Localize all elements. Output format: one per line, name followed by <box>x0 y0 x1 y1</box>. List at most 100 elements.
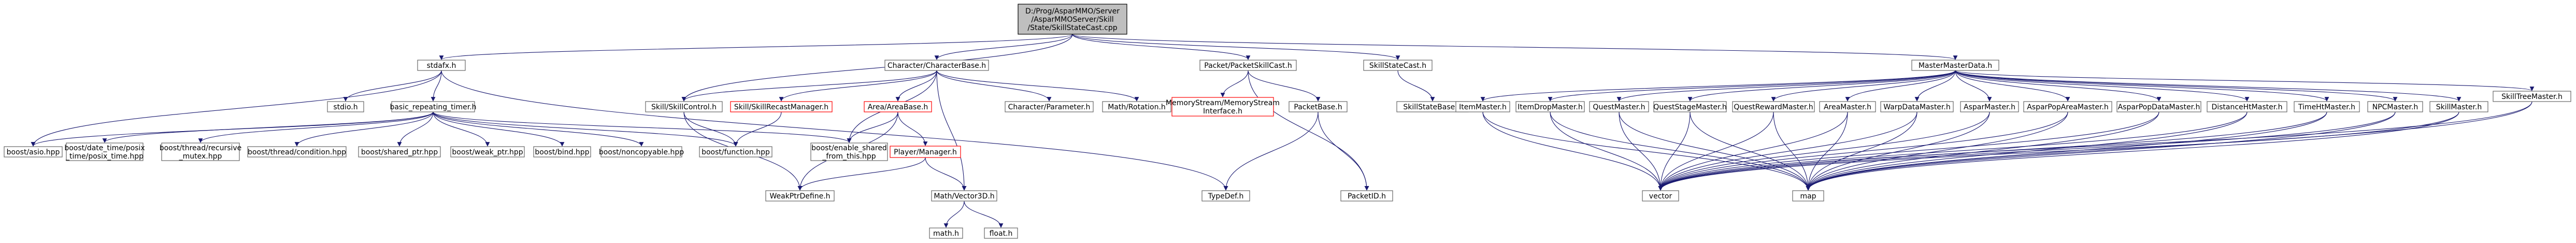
edge-root-to-masterdata <box>1072 34 1957 60</box>
node-questreward[interactable]: QuestRewardMaster.h <box>1732 101 1815 112</box>
node-itemmaster[interactable]: ItemMaster.h <box>1455 101 1510 112</box>
node-boost_shared[interactable]: boost/shared_ptr.hpp <box>358 146 441 158</box>
node-map[interactable]: map <box>1792 190 1824 202</box>
node-layer: D:/Prog/AsparMMO/Server/AsparMMOServer/S… <box>4 4 2571 239</box>
edge-brt-to-boost_esft <box>433 111 852 143</box>
node-label: boost/thread/condition.hpp <box>248 148 346 156</box>
node-label: boost/thread/recursive <box>160 144 242 152</box>
node-skilltree[interactable]: SkillTreeMaster.h <box>2493 91 2571 102</box>
edge-brt-to-boost_mutex <box>198 111 434 143</box>
node-packetskill[interactable]: Packet/PacketSkillCast.h <box>1199 60 1297 71</box>
node-label: basic_repeating_timer.h <box>390 103 476 111</box>
node-boost_asio[interactable]: boost/asio.hpp <box>4 146 63 158</box>
node-label: boost/function.hpp <box>702 148 770 156</box>
node-floath[interactable]: float.h <box>984 227 1018 239</box>
node-mathh[interactable]: math.h <box>929 227 963 239</box>
edge-masterdata-to-areamaster <box>1845 70 1956 102</box>
node-label: AsparPopAreaMaster.h <box>2027 103 2109 111</box>
node-label: _mutex.hpp <box>179 152 222 161</box>
edge-masterdata-to-questmaster <box>1616 70 1956 102</box>
node-questmaster[interactable]: QuestMaster.h <box>1589 101 1649 112</box>
node-label: NPCMaster.h <box>2372 103 2418 111</box>
node-label: QuestMaster.h <box>1593 103 1645 111</box>
node-skillmaster[interactable]: SkillMaster.h <box>2429 101 2488 112</box>
edge-asparpopdata-to-vector <box>1658 111 2159 191</box>
edge-itemdrop-to-vector <box>1550 111 1663 191</box>
node-root[interactable]: D:/Prog/AsparMMO/Server/AsparMMOServer/S… <box>1018 4 1127 35</box>
node-skillstatecast[interactable]: SkillStateCast.h <box>1363 60 1433 71</box>
edge-distanceht-to-vector <box>1658 111 2248 191</box>
node-distanceht[interactable]: DistanceHtMaster.h <box>2207 101 2287 112</box>
edge-playermgr-to-weakptr <box>797 157 926 191</box>
edge-areamaster-to-vector <box>1658 111 1848 191</box>
node-asparpopare[interactable]: AsparPopAreaMaster.h <box>2023 101 2112 112</box>
node-label: boost/bind.hpp <box>535 148 589 156</box>
node-warpdata[interactable]: WarpDataMaster.h <box>1880 101 1954 112</box>
node-stdafx[interactable]: stdafx.h <box>417 60 466 71</box>
node-charbase[interactable]: Character/CharacterBase.h <box>884 60 989 71</box>
node-boost_noncopy[interactable]: boost/noncopyable.hpp <box>599 146 684 158</box>
node-skillcontrol[interactable]: Skill/SkillControl.h <box>645 101 723 112</box>
edge-brt-to-boost_bind <box>433 111 565 147</box>
edge-asparpopare-to-map <box>1806 111 2068 191</box>
node-label: WeakPtrDefine.h <box>769 192 830 201</box>
node-areabase[interactable]: Area/AreaBase.h <box>864 101 932 112</box>
node-boost_bind[interactable]: boost/bind.hpp <box>533 146 591 158</box>
node-charparam[interactable]: Character/Parameter.h <box>1005 101 1094 112</box>
node-areamaster[interactable]: AreaMaster.h <box>1819 101 1876 112</box>
node-timeht[interactable]: TimeHtMaster.h <box>2294 101 2360 112</box>
edge-skillmaster-to-map <box>1806 111 2459 191</box>
node-vector[interactable]: vector <box>1642 190 1679 202</box>
node-boost_esft[interactable]: boost/enable_shared_from_this.hpp <box>810 142 888 161</box>
node-boost_func[interactable]: boost/function.hpp <box>699 146 772 158</box>
edge-masterdata-to-npcmaster <box>1955 70 2398 102</box>
node-boost_posix[interactable]: boost/date_time/posix_time/posix_time.hp… <box>64 142 145 161</box>
edge-timeht-to-map <box>1806 111 2327 191</box>
node-boost_cond[interactable]: boost/thread/condition.hpp <box>247 146 347 158</box>
edge-brt-to-boost_weak <box>433 111 490 147</box>
edge-npcmaster-to-vector <box>1658 111 2396 191</box>
node-boost_mutex[interactable]: boost/thread/recursive_mutex.hpp <box>160 142 242 161</box>
node-label: Area/AreaBase.h <box>868 103 928 111</box>
node-itemdrop[interactable]: ItemDropMaster.h <box>1515 101 1585 112</box>
node-label: D:/Prog/AsparMMO/Server <box>1025 7 1120 16</box>
edge-charbase-to-mathvec <box>936 70 967 191</box>
edge-asparmaster-to-map <box>1806 111 1990 191</box>
node-weakptr[interactable]: WeakPtrDefine.h <box>765 190 835 202</box>
edge-masterdata-to-questreward <box>1771 70 1956 102</box>
node-asparmaster[interactable]: AsparMaster.h <box>1960 101 2019 112</box>
edge-playermgr-to-mathvec <box>925 157 967 191</box>
node-mathrot[interactable]: Math/Rotation.h <box>1102 101 1171 112</box>
node-label: AsparPopDataMaster.h <box>2118 103 2200 111</box>
edge-itemdrop-to-map <box>1550 111 1811 191</box>
edge-queststage-to-map <box>1690 111 1811 191</box>
node-asparpopdata[interactable]: AsparPopDataMaster.h <box>2116 101 2201 112</box>
edge-asparmaster-to-vector <box>1658 111 1990 191</box>
node-stdio[interactable]: stdio.h <box>327 101 364 112</box>
node-label: vector <box>1649 192 1672 201</box>
edge-charbase-to-skillcontrol <box>681 70 937 102</box>
node-mathvec[interactable]: Math/Vector3D.h <box>931 190 997 202</box>
edge-masterdata-to-itemdrop <box>1548 70 1956 102</box>
edge-skilltree-to-map <box>1806 101 2532 191</box>
node-skillrecast[interactable]: Skill/SkillRecastManager.h <box>730 101 833 112</box>
node-label: SkillStateCast.h <box>1369 62 1426 70</box>
node-queststage[interactable]: QuestStageMaster.h <box>1653 101 1727 112</box>
node-packetid[interactable]: PacketID.h <box>1340 190 1393 202</box>
node-brt[interactable]: basic_repeating_timer.h <box>390 101 477 112</box>
edge-areabase-to-boost_esft <box>847 111 898 143</box>
node-masterdata[interactable]: MasterMasterData.h <box>1911 60 1999 71</box>
node-npcmaster[interactable]: NPCMaster.h <box>2367 101 2423 112</box>
node-label: _time/posix_time.hpp <box>65 152 144 161</box>
node-label: Skill/SkillRecastManager.h <box>734 103 828 111</box>
node-packetbase[interactable]: PacketBase.h <box>1289 101 1348 112</box>
edge-masterdata-to-queststage <box>1687 70 1956 102</box>
edge-skillcontrol-to-boost_func <box>683 111 738 147</box>
edge-masterdata-to-itemmaster <box>1480 70 1956 102</box>
edge-root-to-skillstatecast <box>1072 34 1400 60</box>
edge-root-to-charbase <box>934 34 1073 60</box>
node-typedef[interactable]: TypeDef.h <box>1201 190 1250 202</box>
node-playermgr[interactable]: Player/Manager.h <box>890 146 961 158</box>
node-boost_weak[interactable]: boost/weak_ptr.hpp <box>450 146 525 158</box>
